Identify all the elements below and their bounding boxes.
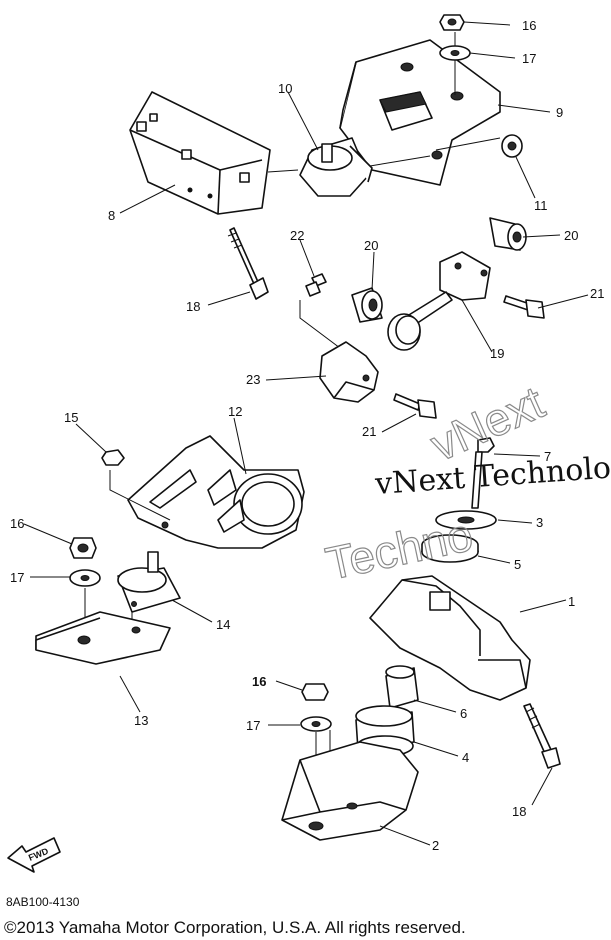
callout-19: 19 (490, 346, 504, 361)
part-2-lower-bracket (281, 741, 419, 841)
watermark-vnext-technolo: vNext Technolo (373, 451, 611, 502)
part-3-washer (435, 510, 497, 530)
callout-4: 4 (462, 750, 469, 765)
callout-16-lower: 16 (252, 674, 266, 689)
part-7-stud (471, 437, 495, 509)
callout-23: 23 (246, 372, 260, 387)
part-21-bolt-lower (393, 393, 437, 419)
callout-17-lower: 17 (246, 718, 260, 733)
part-5-damper (421, 534, 479, 563)
callout-18-lower: 18 (512, 804, 526, 819)
callout-14: 14 (216, 617, 230, 632)
part-23-bracket (319, 341, 379, 403)
part-21-bolt-upper (503, 295, 545, 319)
part-6-bushing (385, 665, 419, 709)
watermark-outline-techno: Techno (321, 508, 477, 590)
callout-7: 7 (544, 449, 551, 464)
callout-17-left: 17 (10, 570, 24, 585)
diagram-code: 8AB100-4130 (6, 895, 80, 909)
callout-numbers: 16 17 9 10 11 8 18 22 20 20 21 19 23 21 … (10, 18, 604, 853)
callout-21-upper: 21 (590, 286, 604, 301)
part-15-nut (101, 449, 125, 466)
callout-5: 5 (514, 557, 521, 572)
callout-10: 10 (278, 81, 292, 96)
part-10-rubber-mount (267, 137, 501, 197)
callout-18-upper: 18 (186, 299, 200, 314)
part-18-upper-bolt (227, 227, 269, 300)
callout-6: 6 (460, 706, 467, 721)
copyright-notice: ©2013 Yamaha Motor Corporation, U.S.A. A… (4, 918, 466, 937)
callout-11: 11 (534, 198, 548, 213)
part-18-lower-bolt (523, 703, 561, 769)
callout-8: 8 (108, 208, 115, 223)
top-washer-17 (439, 45, 471, 61)
callout-15: 15 (64, 410, 78, 425)
callout-21-lower: 21 (362, 424, 376, 439)
callout-16-left: 16 (10, 516, 24, 531)
callout-22: 22 (290, 228, 304, 243)
lower-nut-16 (301, 683, 329, 701)
callout-13: 13 (134, 713, 148, 728)
callout-1: 1 (568, 594, 575, 609)
fwd-arrow-icon: FWD (7, 837, 61, 873)
leader-lines (23, 21, 589, 846)
part-1-rear-bracket (369, 575, 531, 701)
part-13-mount-plate (35, 611, 171, 665)
watermark: Techno vNext vNext Technolo (321, 375, 611, 590)
parts-diagram: FWD 16 17 9 10 (7, 14, 611, 873)
callout-20-right: 20 (564, 228, 578, 243)
left-nut-16 (69, 537, 97, 559)
top-nut-16 (439, 14, 465, 31)
lower-washer-17 (300, 716, 332, 732)
callout-20-left: 20 (364, 238, 378, 253)
callout-9: 9 (556, 105, 563, 120)
part-11-collar (501, 134, 523, 158)
part-12-front-bracket (109, 435, 305, 549)
part-20-bushing-left (351, 287, 383, 323)
part-14-engine-mount (117, 551, 181, 632)
callout-12: 12 (228, 404, 242, 419)
part-22-bolt (305, 273, 327, 297)
part-8-left-bracket (129, 91, 271, 215)
callout-3: 3 (536, 515, 543, 530)
part-20-bushing-right (489, 217, 527, 251)
callout-2: 2 (432, 838, 439, 853)
callout-16-top: 16 (522, 18, 536, 33)
left-washer-17 (69, 569, 101, 587)
callout-17-top: 17 (522, 51, 536, 66)
part-19-link-rod (387, 251, 491, 351)
